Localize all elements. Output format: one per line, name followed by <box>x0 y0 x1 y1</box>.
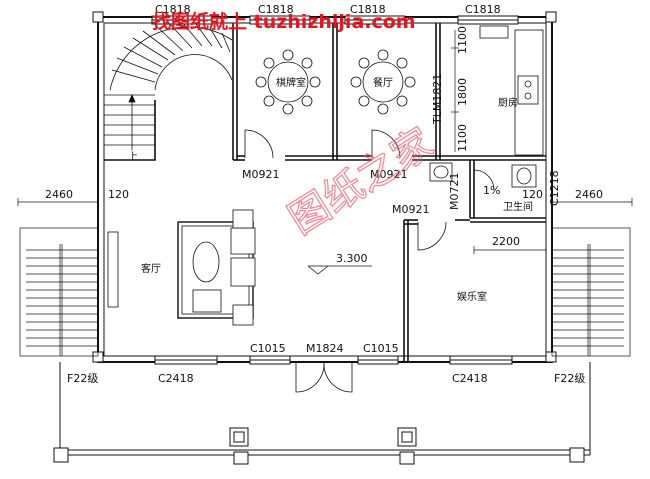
room-living: 客厅 <box>141 262 161 275</box>
kitchen-dim-line <box>451 30 459 152</box>
door-label-toilet-side: M0721 <box>448 173 461 211</box>
watermark-text: 找图纸就上 tuzhizhijia.com <box>152 10 416 33</box>
dim-ent-width: 2200 <box>492 235 520 248</box>
dim-right-wall: 120 <box>522 188 543 201</box>
window-label-right: C1218 <box>548 170 561 206</box>
room-kitchen: 厨房 <box>498 96 518 109</box>
stair-up-label: 上 <box>128 151 138 163</box>
dim-left-wall: 120 <box>108 188 129 201</box>
bathroom-fixtures <box>429 162 537 188</box>
ent-dim-line <box>473 246 547 254</box>
door-label-chess: M0921 <box>242 168 280 181</box>
window-label-bottom-mid-left: C1015 <box>250 342 286 355</box>
room-chess: 棋牌室 <box>276 76 306 89</box>
right-stair-label: F22级 <box>554 372 585 385</box>
bathroom-slope: 1% <box>483 184 500 197</box>
elevation-value: 3.300 <box>336 252 368 265</box>
kitchen-fixtures <box>479 25 544 156</box>
door-label-kitchen-opening: TLM1821 <box>431 74 444 125</box>
outer-walls <box>92 11 557 363</box>
dim-right-width: 2460 <box>575 188 603 201</box>
interior-walls <box>104 23 546 362</box>
door-label-washroom: M0921 <box>392 203 430 216</box>
window-label-bottom-left: C2418 <box>158 372 194 385</box>
window-label-top-3: C1818 <box>350 3 386 16</box>
dim-kitchen-2: 1800 <box>456 78 469 106</box>
window-label-bottom-right: C2418 <box>452 372 488 385</box>
front-door <box>295 361 353 393</box>
left-side-stair <box>19 227 99 357</box>
side-dim-lines <box>17 198 633 206</box>
door-label-dining: M0921 <box>370 168 408 181</box>
watermark-seal: 图纸之家 <box>281 120 441 244</box>
room-dining: 餐厅 <box>373 76 393 89</box>
door-swings <box>244 129 495 251</box>
right-side-stair <box>551 227 631 357</box>
dim-kitchen-1: 1100 <box>456 26 469 54</box>
dim-kitchen-3: 1100 <box>456 124 469 152</box>
dining-table <box>350 49 416 115</box>
window-label-top-1: C1818 <box>155 3 191 16</box>
window-label-bottom-mid-right: C1015 <box>363 342 399 355</box>
room-entertainment: 娱乐室 <box>457 290 487 303</box>
chess-table <box>255 49 321 115</box>
dim-left-width: 2460 <box>45 188 73 201</box>
top-windows <box>151 15 519 25</box>
terrace <box>53 362 591 465</box>
elevation-marker <box>307 265 372 275</box>
front-door-label: M1824 <box>306 342 344 355</box>
bottom-windows <box>154 355 513 365</box>
living-furniture <box>107 209 256 326</box>
window-label-top-2: C1818 <box>258 3 294 16</box>
left-stair-label: F22级 <box>67 372 98 385</box>
spiral-stair <box>104 21 233 150</box>
room-bathroom: 卫生间 <box>503 200 533 213</box>
window-label-top-4: C1818 <box>465 3 501 16</box>
